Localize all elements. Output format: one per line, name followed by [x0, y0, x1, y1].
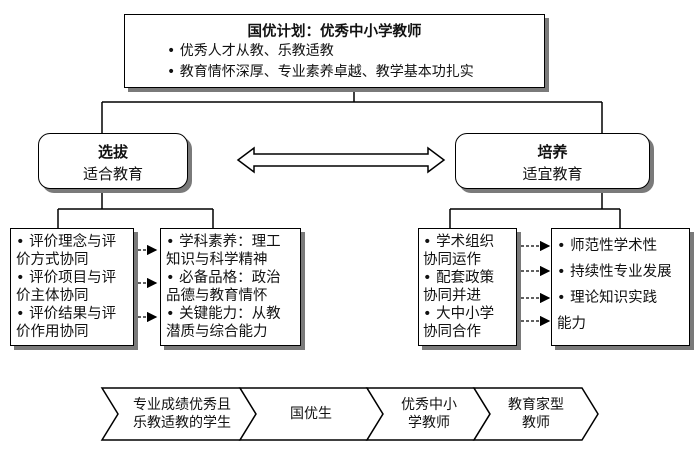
comp-item-1a: • 学科素养：理工 — [166, 234, 281, 250]
eval-item-3b: 价作用协同 — [16, 324, 89, 340]
flow-step-3-label: 优秀中小 学教师 — [383, 396, 475, 432]
flow-step-1-line-2: 乐教适教的学生 — [133, 415, 231, 431]
development-box: • 师范性学术性 • 持续性专业发展 • 理论知识实践 能力 — [551, 228, 690, 346]
flow-step-1-label: 专业成绩优秀且 乐教适教的学生 — [118, 396, 246, 432]
top-bullet-1: • 优秀人才从教、乐教适教 — [167, 43, 334, 59]
competency-box: • 学科素养：理工 知识与科学精神 • 必备品格：政治 品德与教育情怀 • 关键… — [160, 228, 301, 346]
coord-item-2a: • 配套政策 — [423, 270, 495, 286]
flow-step-4-line-2: 教师 — [522, 415, 550, 431]
eval-item-2a: • 评价项目与评 — [16, 270, 117, 286]
comp-item-2a: • 必备品格：政治 — [166, 270, 281, 286]
flow-step-4-shape — [472, 387, 599, 441]
top-plan-title: 国优计划：优秀中小学教师 — [247, 24, 422, 40]
cultivation-box: 培养 适宜教育 — [455, 133, 650, 189]
flow-step-4-line-1: 教育家型 — [508, 397, 564, 413]
coord-item-3a: • 大中小学 — [423, 306, 495, 322]
eval-item-3a: • 评价结果与评 — [16, 306, 117, 322]
dev-item-3b: 能力 — [557, 316, 586, 332]
dev-item-2: • 持续性专业发展 — [557, 264, 672, 280]
coord-item-3b: 协同合作 — [423, 324, 481, 340]
dev-item-1: • 师范性学术性 — [557, 238, 658, 254]
cultivation-subtitle: 适宜教育 — [522, 165, 583, 183]
flow-step-4-label: 教育家型 教师 — [490, 396, 582, 432]
selection-box: 选拔 适合教育 — [38, 133, 188, 189]
flow-step-3-line-1: 优秀中小 — [401, 397, 457, 413]
eval-item-1a: • 评价理念与评 — [16, 234, 117, 250]
cultivation-title: 培养 — [537, 143, 568, 161]
flow-step-2-label: 国优生 — [256, 405, 366, 423]
top-plan-box: 国优计划：优秀中小学教师 • 优秀人才从教、乐教适教 • 教育情怀深厚、专业素养… — [124, 14, 545, 88]
flow-step-1-line-1: 专业成绩优秀且 — [133, 397, 231, 413]
coord-item-1a: • 学术组织 — [423, 234, 495, 250]
top-bullet-2: • 教育情怀深厚、专业素养卓越、教学基本功扎实 — [167, 64, 474, 80]
evaluation-coordination-box: • 评价理念与评 价方式协同 • 评价项目与评 价主体协同 • 评价结果与评 价… — [10, 228, 134, 346]
coordination-box: • 学术组织 协同运作 • 配套政策 协同并进 • 大中小学 协同合作 — [418, 228, 517, 346]
eval-item-2b: 价主体协同 — [16, 288, 89, 304]
comp-item-3a: • 关键能力：从教 — [166, 306, 281, 322]
comp-item-1b: 知识与科学精神 — [166, 252, 268, 268]
selection-title: 选拔 — [97, 143, 128, 161]
comp-item-3b: 潜质与综合能力 — [166, 324, 268, 340]
comp-item-2b: 品德与教育情怀 — [166, 288, 268, 304]
dev-item-3a: • 理论知识实践 — [557, 290, 658, 306]
eval-item-1b: 价方式协同 — [16, 252, 89, 268]
selection-subtitle: 适合教育 — [82, 165, 143, 183]
double-arrow — [236, 146, 446, 174]
coord-item-2b: 协同并进 — [423, 288, 481, 304]
coord-item-1b: 协同运作 — [423, 252, 481, 268]
flow-step-2-line-1: 国优生 — [290, 406, 332, 422]
flow-step-3-line-2: 学教师 — [408, 415, 450, 431]
